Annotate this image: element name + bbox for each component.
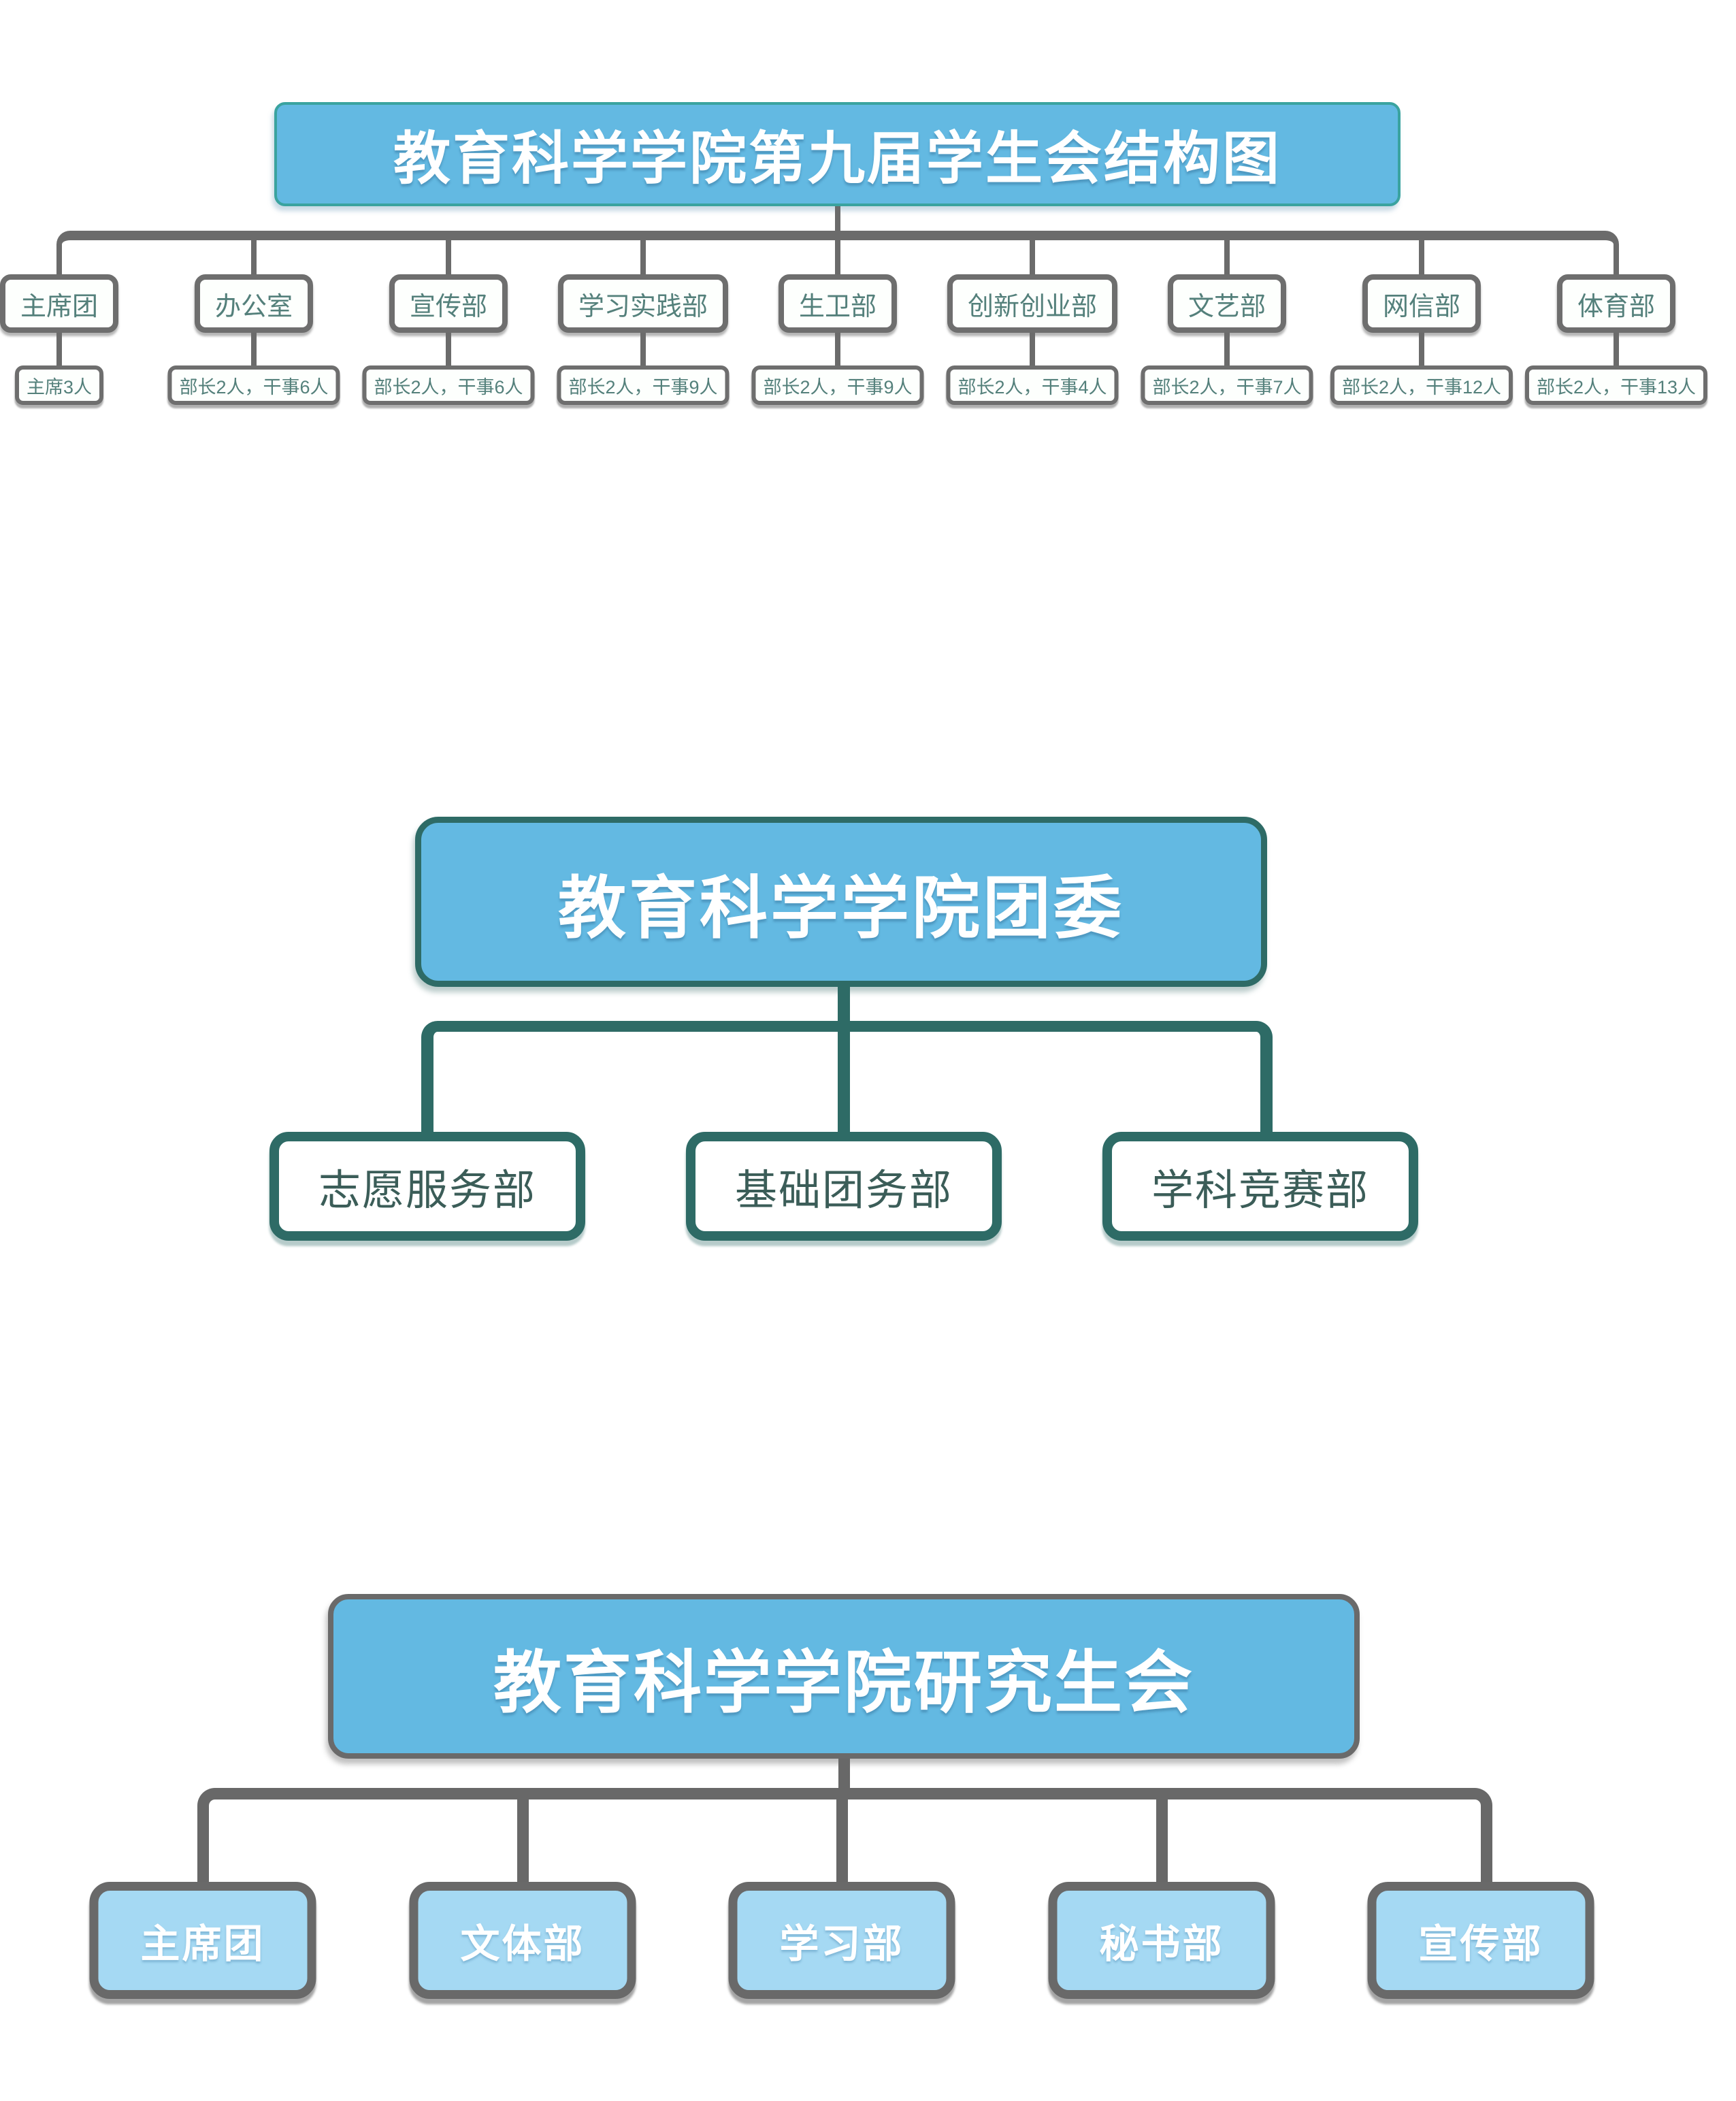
dept-box: 主席团 [89, 1882, 316, 1999]
dept-box: 办公室 [194, 274, 314, 333]
dept-box: 主席团 [0, 274, 119, 333]
dept-box: 秘书部 [1048, 1882, 1275, 1999]
staff-box: 部长2人，干事7人 [1141, 365, 1313, 405]
dept-box: 创新创业部 [947, 274, 1118, 333]
connector-drop [1156, 1799, 1168, 1882]
connector-link [251, 333, 257, 365]
staff-box: 部长2人，干事6人 [362, 365, 535, 405]
connector-drop [640, 240, 646, 274]
staff-box: 部长2人，干事4人 [946, 365, 1119, 405]
connector-stem [838, 1759, 850, 1793]
dept-box: 宣传部 [389, 274, 508, 333]
connector-stem [835, 206, 840, 233]
connector-drop [836, 1799, 848, 1882]
staff-box: 部长2人，干事6人 [167, 365, 340, 405]
connector-link [835, 333, 840, 365]
connector-drop [1419, 240, 1424, 274]
connector-drop [835, 240, 840, 274]
connector-drop [838, 1032, 850, 1132]
connector-link [56, 333, 62, 365]
connector-link [446, 333, 451, 365]
connector-stem [838, 987, 850, 1025]
dept-box: 学科竞赛部 [1102, 1132, 1419, 1241]
connector-drop [1030, 240, 1035, 274]
connector-link [1419, 333, 1424, 365]
connector-link [1614, 333, 1619, 365]
dept-box: 基础团务部 [685, 1132, 1002, 1241]
connector-drop [251, 240, 257, 274]
dept-box: 网信部 [1362, 274, 1481, 333]
staff-box: 部长2人，干事13人 [1524, 365, 1708, 405]
connector-bar [197, 1788, 1492, 1882]
staff-box: 部长2人，干事9人 [557, 365, 730, 405]
chart-title-box: 教育科学学院研究生会 [328, 1594, 1360, 1759]
dept-box: 文体部 [409, 1882, 636, 1999]
staff-box: 部长2人，干事9人 [751, 365, 924, 405]
connector-bar [421, 1021, 1273, 1132]
chart-title-box: 教育科学学院第九届学生会结构图 [274, 102, 1401, 206]
connector-link [1224, 333, 1230, 365]
staff-box: 主席3人 [14, 365, 104, 405]
chart-title-box: 教育科学学院团委 [415, 817, 1267, 987]
connector-drop [517, 1799, 529, 1882]
chart-title: 教育科学学院团委 [558, 870, 1124, 947]
dept-box: 文艺部 [1167, 274, 1287, 333]
connector-bar [56, 231, 1619, 274]
dept-box: 体育部 [1556, 274, 1676, 333]
dept-box: 志愿服务部 [269, 1132, 586, 1241]
dept-box: 学习实践部 [557, 274, 729, 333]
dept-box: 学习部 [728, 1882, 955, 1999]
chart-title: 教育科学学院第九届学生会结构图 [393, 127, 1281, 191]
chart-title: 教育科学学院研究生会 [493, 1644, 1194, 1721]
connector-drop [446, 240, 451, 274]
connector-drop [1224, 240, 1230, 274]
staff-box: 部长2人，干事12人 [1330, 365, 1513, 405]
connector-link [640, 333, 646, 365]
connector-link [1030, 333, 1035, 365]
org-chart-student-union: 教育科学学院第九届学生会结构图 主席团主席3人 办公室部长2人，干事6人 宣传部部长… [0, 101, 1736, 421]
dept-box: 宣传部 [1367, 1882, 1594, 1999]
org-chart-youth-league: 教育科学学院团委 志愿服务部基础团务部学科竞赛部 [0, 817, 1736, 1266]
dept-box: 生卫部 [778, 274, 898, 333]
org-chart-graduate-union: 教育科学学院研究生会 主席团文体部学习部秘书部宣传部 [0, 1594, 1736, 2030]
